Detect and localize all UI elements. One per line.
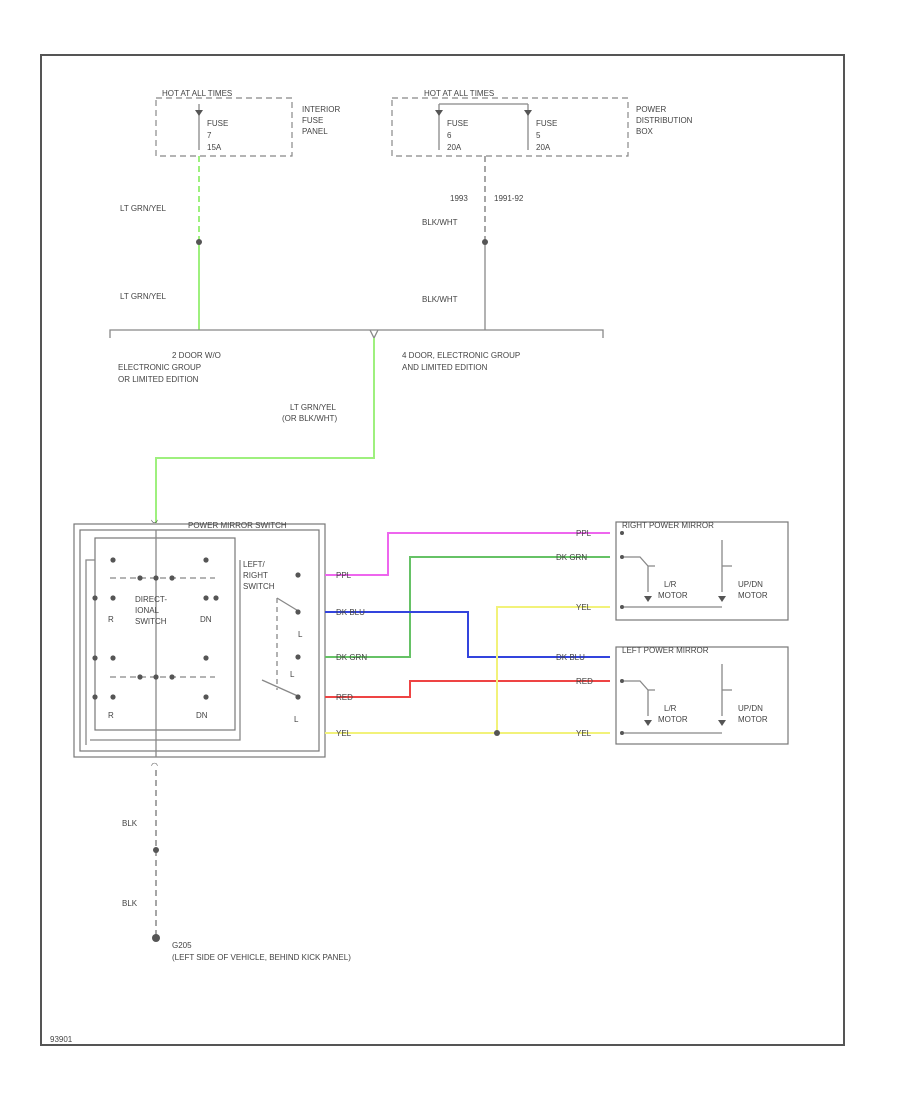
merged-wire-label: LT GRN/YEL (OR BLK/WHT): [282, 403, 338, 423]
fuse-icon: [435, 110, 443, 116]
wire-ppl: [325, 532, 610, 576]
fuse-icon: [524, 110, 532, 116]
connector-dot: [482, 239, 488, 245]
ground-circuit: BLK BLK G205 (LEFT SIDE OF VEHICLE, BEHI…: [122, 770, 351, 962]
wire-label-ppl: PPL: [336, 571, 352, 580]
wire-label-red-right: RED: [576, 677, 593, 686]
position-l-middle: L: [290, 670, 295, 679]
ground-icon: [152, 934, 160, 942]
connector-mark: ◠: [151, 761, 158, 770]
ground-location: (LEFT SIDE OF VEHICLE, BEHIND KICK PANEL…: [172, 953, 351, 962]
wire-label-right-upper: BLK/WHT: [422, 218, 458, 227]
directional-switch-label: DIRECT- IONAL SWITCH: [135, 595, 169, 626]
lr-motor-label: L/R MOTOR: [658, 580, 688, 600]
left-mirror-title: LEFT POWER MIRROR: [622, 646, 709, 655]
connector-mark: ◡: [151, 515, 158, 524]
left-feed-wire: LT GRN/YEL LT GRN/YEL: [120, 156, 202, 330]
directional-switch-box: [94, 537, 236, 731]
power-distribution-box: HOT AT ALL TIMES FUSE 6 20A FUSE 5 20A P…: [391, 89, 695, 157]
updn-motor-label: UP/DN MOTOR: [738, 704, 768, 724]
switch-to-mirror-wires: PPL DK BLU DK GRN RED YEL PPL DK GRN YEL…: [325, 529, 610, 738]
fuse-icon: [195, 110, 203, 116]
option-right-label: 4 DOOR, ELECTRONIC GROUP AND LIMITED EDI…: [402, 351, 522, 372]
option-left-label: 2 DOOR W/O ELECTRONIC GROUP OR LIMITED E…: [118, 351, 223, 384]
fuse-number: 7: [207, 131, 212, 140]
fuse-label: FUSE: [207, 119, 228, 128]
switch-title: POWER MIRROR SWITCH: [188, 521, 287, 530]
motor-icon: [644, 596, 652, 602]
wire-label-ppl-right: PPL: [576, 529, 592, 538]
wire-label-dk-blu: DK BLU: [336, 608, 365, 617]
connector-dot: [153, 847, 159, 853]
lr-motor-label: L/R MOTOR: [658, 704, 688, 724]
year-1993-label: 1993: [450, 194, 468, 203]
wire-dk-grn: [325, 556, 610, 658]
position-dn-top: DN: [200, 615, 212, 624]
hot-at-all-times-label-left: HOT AT ALL TIMES: [162, 89, 232, 98]
diagram-frame: [40, 54, 845, 1046]
motor-icon: [718, 720, 726, 726]
wire-label-left-upper: LT GRN/YEL: [120, 204, 166, 213]
right-power-mirror: RIGHT POWER MIRROR L/R MOTOR UP/DN MOTOR: [615, 521, 789, 621]
interior-fuse-panel: HOT AT ALL TIMES FUSE 7 15A INTERIOR FUS…: [155, 89, 342, 157]
power-mirror-switch: POWER MIRROR SWITCH ◡ DIRECT- IONAL SWIT…: [73, 515, 326, 770]
wire-label-left-lower: LT GRN/YEL: [120, 292, 166, 301]
position-r-top: R: [108, 615, 114, 624]
merged-feed-wire: LT GRN/YEL (OR BLK/WHT): [155, 338, 375, 523]
left-power-mirror: LEFT POWER MIRROR L/R MOTOR UP/DN MOTOR: [615, 646, 789, 745]
fuse-b-label: FUSE 5 20A: [536, 119, 560, 152]
connector-dot: [196, 239, 202, 245]
ground-wire-label-upper: BLK: [122, 819, 138, 828]
left-right-switch-label: LEFT/ RIGHT SWITCH: [243, 560, 275, 591]
option-brace: 2 DOOR W/O ELECTRONIC GROUP OR LIMITED E…: [109, 329, 604, 384]
wire-red: [325, 680, 610, 698]
wire-segment: [155, 338, 375, 523]
updn-motor-label: UP/DN MOTOR: [738, 580, 768, 600]
right-mirror-title: RIGHT POWER MIRROR: [622, 521, 714, 530]
motor-icon: [644, 720, 652, 726]
ground-id: G205: [172, 941, 192, 950]
figure-id: 93901: [50, 1035, 73, 1044]
right-feed-wire: 1993 1991-92 BLK/WHT BLK/WHT: [422, 156, 524, 330]
wire-label-dk-blu-right: DK BLU: [556, 653, 585, 662]
fuse-amperage: 15A: [207, 143, 222, 152]
ground-wire-label-lower: BLK: [122, 899, 138, 908]
motor-icon: [718, 596, 726, 602]
wire-label-yel-right-bottom: YEL: [576, 729, 592, 738]
position-l-bottom: L: [294, 715, 299, 724]
wire-dk-blu: [325, 611, 610, 658]
position-r-bottom: R: [108, 711, 114, 720]
position-dn-bottom: DN: [196, 711, 208, 720]
wire-label-yel: YEL: [336, 729, 352, 738]
wire-label-right-lower: BLK/WHT: [422, 295, 458, 304]
fuse-a-label: FUSE 6 20A: [447, 119, 471, 152]
wire-label-dk-grn: DK GRN: [336, 653, 367, 662]
panel-name: INTERIOR FUSE PANEL: [302, 105, 342, 136]
wire-label-red: RED: [336, 693, 353, 702]
wire-label-yel-right-top: YEL: [576, 603, 592, 612]
position-l-top: L: [298, 630, 303, 639]
panel-name: POWER DISTRIBUTION BOX: [636, 105, 695, 136]
splice-dot: [494, 730, 500, 736]
wire-label-dk-grn-right: DK GRN: [556, 553, 587, 562]
year-1991-92-label: 1991-92: [494, 194, 524, 203]
wire-yel-branch: [496, 606, 610, 733]
hot-at-all-times-label-right: HOT AT ALL TIMES: [424, 89, 494, 98]
